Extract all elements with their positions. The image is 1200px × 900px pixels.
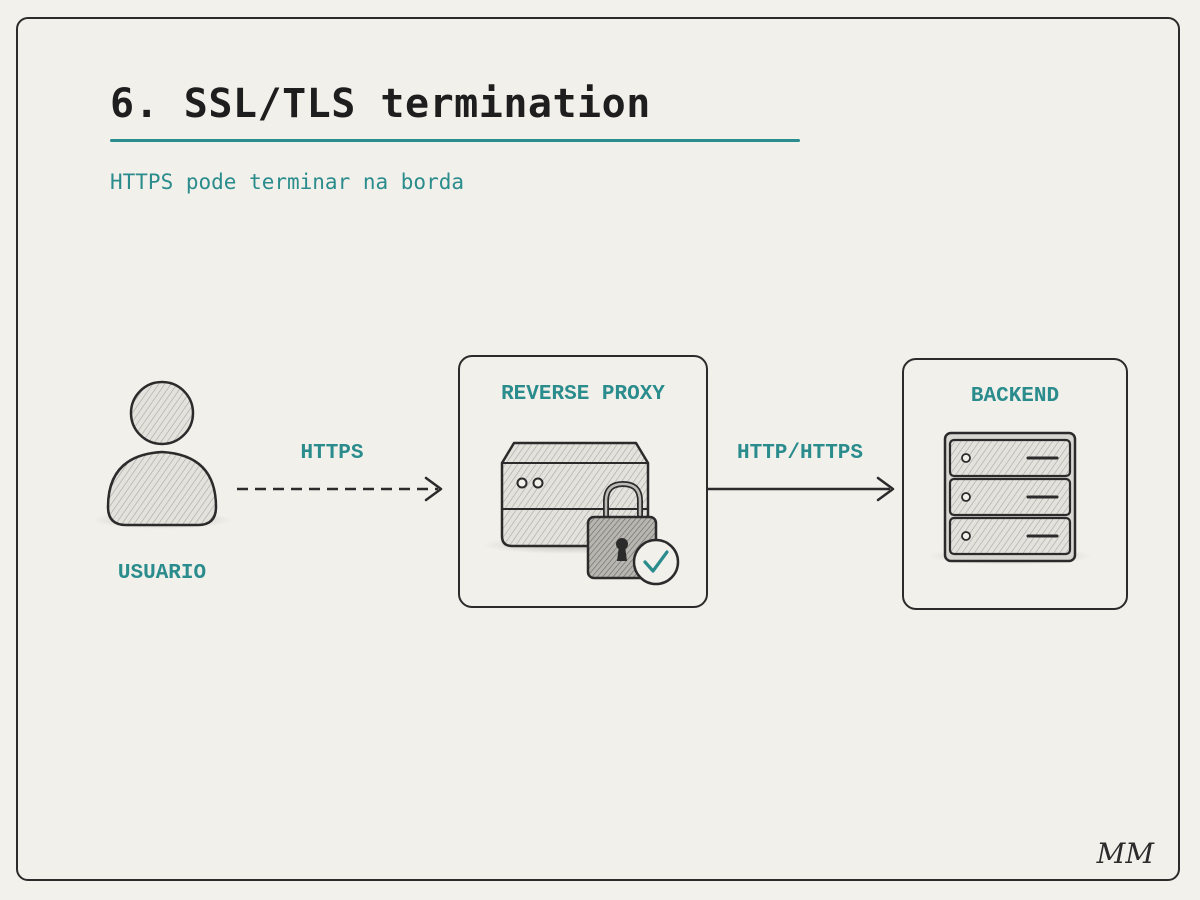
backend-box	[902, 358, 1128, 610]
http-https-edge-label: HTTP/HTTPS	[736, 442, 864, 465]
backend-label: BACKEND	[970, 385, 1060, 408]
user-icon	[92, 380, 232, 529]
server-lock-icon	[482, 441, 680, 586]
slide-subtitle: HTTPS pode terminar na borda	[110, 170, 465, 194]
https-arrow	[237, 476, 443, 502]
title-underline	[110, 139, 800, 142]
reverse-proxy-box	[458, 355, 708, 608]
http-https-arrow	[708, 476, 895, 502]
author-signature: MM	[1096, 837, 1154, 870]
user-label: USUARIO	[117, 562, 207, 585]
server-rack-icon	[928, 431, 1092, 565]
slide-title: 6. SSL/TLS termination	[110, 81, 651, 127]
reverse-proxy-label: REVERSE PROXY	[501, 383, 665, 406]
https-edge-label: HTTPS	[300, 442, 364, 465]
